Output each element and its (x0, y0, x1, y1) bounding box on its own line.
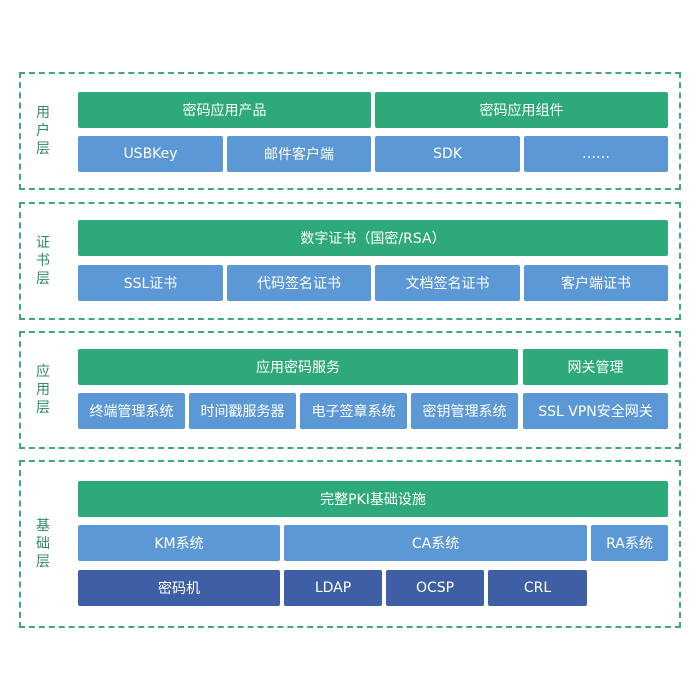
user-layer: 用 户 层 (19, 72, 681, 190)
key-management-system: 密钥管理系统 (411, 393, 518, 429)
label-char: 用 (36, 382, 50, 398)
client-certificate: 客户端证书 (524, 265, 668, 301)
infrastructure-layer-label: 基 础 层 (21, 462, 65, 626)
certificate-layer-label: 证 书 层 (21, 204, 65, 318)
ldap-box: LDAP (284, 570, 382, 606)
label-char: 层 (36, 400, 50, 416)
usbkey-box: USBKey (78, 136, 223, 172)
app-crypto-service: 应用密码服务 (78, 349, 518, 385)
label-char: 应 (36, 364, 50, 380)
ca-system: CA系统 (284, 525, 587, 561)
sdk-box: SDK (375, 136, 520, 172)
digital-certificate: 数字证书（国密/RSA） (78, 220, 668, 256)
label-char: 户 (36, 123, 50, 139)
ssl-vpn-gateway: SSL VPN安全网关 (523, 393, 668, 429)
label-char: 础 (36, 536, 50, 552)
application-layer-label: 应 用 层 (21, 333, 65, 447)
timestamp-server: 时间戳服务器 (189, 393, 296, 429)
application-layer: 应 用 层 (19, 331, 681, 449)
user-layer-label: 用 户 层 (21, 74, 65, 188)
label-char: 书 (36, 253, 50, 269)
certificate-layer: 证 书 层 (19, 202, 681, 320)
crypto-app-products: 密码应用产品 (78, 92, 371, 128)
ssl-certificate: SSL证书 (78, 265, 223, 301)
label-char: 层 (36, 271, 50, 287)
crypto-machine: 密码机 (78, 570, 280, 606)
gateway-management: 网关管理 (523, 349, 668, 385)
label-char: 用 (36, 105, 50, 121)
ellipsis-box: …… (524, 136, 668, 172)
infrastructure-layer: 基 础 层 (19, 460, 681, 628)
label-char: 证 (36, 235, 50, 251)
km-system: KM系统 (78, 525, 280, 561)
label-char: 基 (36, 518, 50, 534)
document-signing-certificate: 文档签名证书 (375, 265, 520, 301)
ra-system: RA系统 (591, 525, 668, 561)
label-char: 层 (36, 141, 50, 157)
e-seal-system: 电子签章系统 (300, 393, 407, 429)
terminal-management-system: 终端管理系统 (78, 393, 185, 429)
mail-client-box: 邮件客户端 (227, 136, 371, 172)
full-pki-infrastructure: 完整PKI基础设施 (78, 481, 668, 517)
crypto-app-components: 密码应用组件 (375, 92, 668, 128)
label-char: 层 (36, 554, 50, 570)
ocsp-box: OCSP (386, 570, 484, 606)
crl-box: CRL (488, 570, 587, 606)
code-signing-certificate: 代码签名证书 (227, 265, 371, 301)
